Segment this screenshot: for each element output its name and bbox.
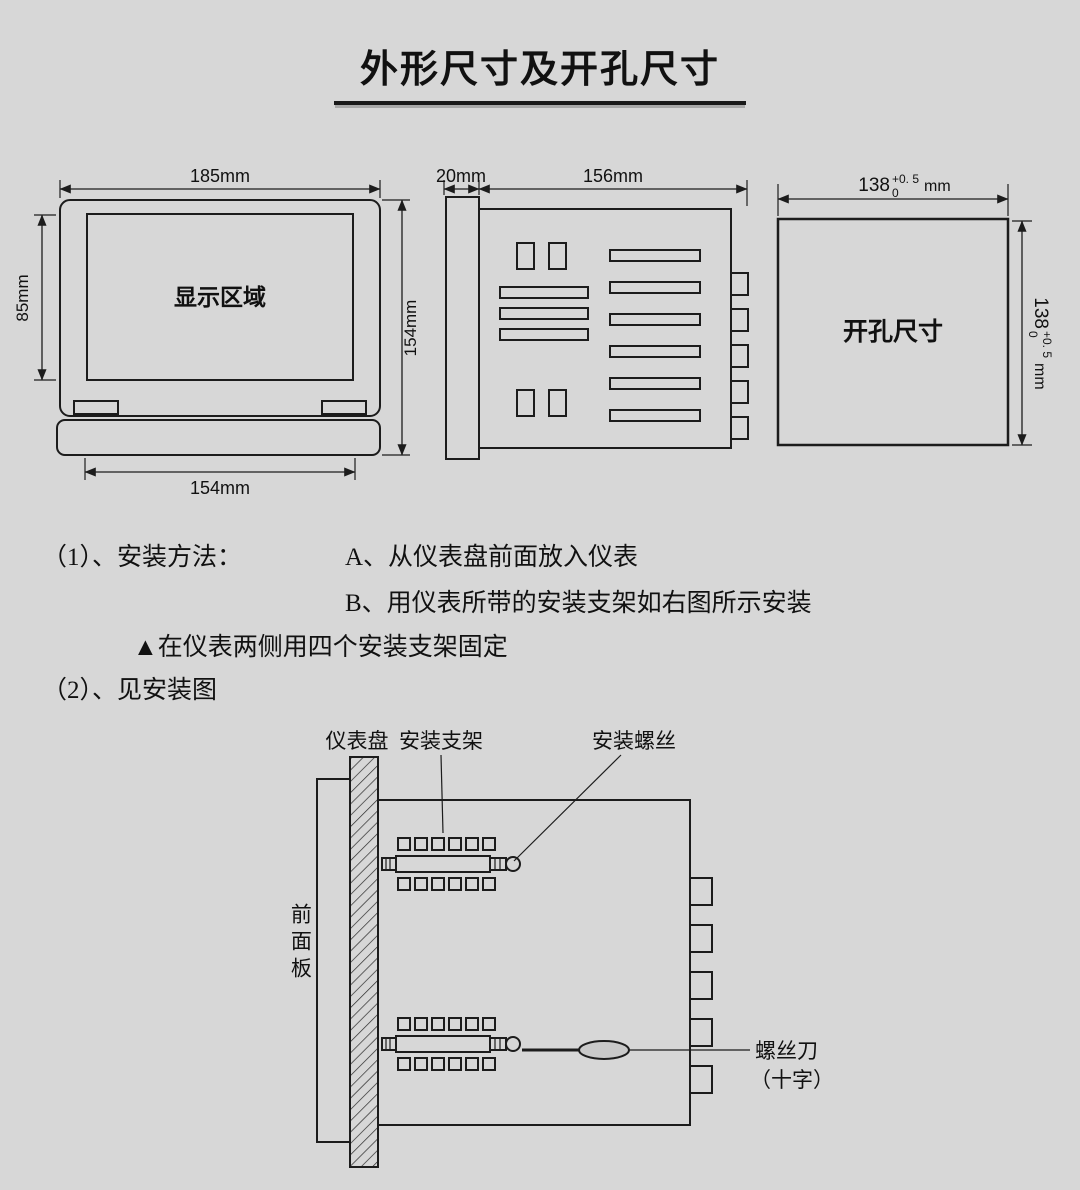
cutout-height-tol-minus: 0: [1026, 331, 1040, 338]
mounting-bracket-bottom: [381, 1017, 521, 1071]
screw-leader-line: [513, 754, 622, 862]
side-body-depth-label: 156mm: [583, 166, 643, 186]
page-title: 外形尺寸及开孔尺寸: [333, 38, 746, 105]
bracket-callout-label: 安装支架: [399, 729, 483, 753]
side-vent-squares-bottom: [516, 389, 567, 417]
bracket-bottom-bar: [395, 1035, 491, 1053]
front-bottom-width-label: 154mm: [190, 478, 250, 498]
step1-label: （1）、安装方法：: [42, 544, 243, 571]
side-vent-slots-right: [609, 249, 701, 422]
screwdriver-label: 螺丝刀: [755, 1039, 818, 1063]
cutout-square: [776, 217, 1010, 447]
step2-label: （2）、见安装图: [42, 677, 218, 704]
cutout-width-value: 138: [858, 175, 890, 196]
instrument-panel-hatched: [349, 756, 379, 1168]
cutout-height-value: 138: [1030, 297, 1051, 329]
front-clip-right: [321, 400, 367, 415]
install-terminal-teeth: [689, 877, 713, 1094]
dimension-drawings: 185mm 显示区域 85mm 154mm 15: [13, 166, 1054, 498]
front-display-label: 显示区域: [174, 284, 266, 310]
bracket-bottom-screw-right: [489, 1036, 521, 1052]
front-panel: [316, 778, 351, 1143]
cutout-width-tol-plus: +0. 5: [892, 172, 919, 186]
side-bezel-depth-label: 20mm: [436, 166, 486, 186]
cutout-height-tol-plus: +0. 5: [1040, 331, 1054, 358]
bracket-top-bar: [395, 855, 491, 873]
cutout-width-tol-minus: 0: [892, 186, 899, 200]
bracket-bottom-square-row-lower: [397, 1057, 496, 1071]
front-display-area: [86, 213, 354, 381]
front-top-width-label: 185mm: [190, 166, 250, 186]
mounting-bracket-top: [381, 837, 521, 891]
title-wrap: 外形尺寸及开孔尺寸: [0, 38, 1080, 105]
side-vent-slots-left: [499, 286, 589, 341]
front-body: [59, 199, 381, 417]
front-view: 185mm 显示区域 85mm 154mm 15: [13, 166, 420, 498]
side-vent-squares-top: [516, 242, 567, 270]
front-display-height-label: 85mm: [13, 274, 32, 321]
installation-diagram: 仪表盘 安装支架 安装螺丝: [316, 729, 834, 1168]
bracket-top-screw-right: [489, 856, 521, 872]
panel-callout-label: 仪表盘: [326, 729, 389, 753]
instrument-body: [377, 799, 691, 1126]
front-total-height-label: 154mm: [401, 300, 420, 357]
step1-item-a: A、从仪表盘前面放入仪表: [345, 544, 639, 571]
bracket-bottom-screw-left: [381, 1037, 397, 1051]
step1-item-b: B、用仪表所带的安装支架如右图所示安装: [345, 590, 812, 617]
cutout-height-unit: mm: [1031, 363, 1048, 390]
side-bezel: [445, 196, 480, 460]
bracket-leader-line: [440, 754, 444, 834]
bracket-top-square-row-lower: [397, 877, 496, 891]
front-clip-left: [73, 400, 119, 415]
side-terminal-teeth: [730, 272, 749, 440]
side-view: 20mm 156mm: [436, 166, 749, 460]
step1-note: ▲在仪表两侧用四个安装支架固定: [133, 634, 508, 661]
bracket-top-screw-left: [381, 857, 397, 871]
screwdriver-handle: [578, 1040, 630, 1060]
bracket-top-square-row-upper: [397, 837, 496, 851]
screw-callout-label: 安装螺丝: [592, 729, 676, 753]
front-panel-label: 前面板: [288, 903, 313, 984]
screwdriver-type-label: （十字）: [750, 1068, 834, 1092]
cutout-view: 138 +0. 5 0 mm 开孔尺寸 138 +0. 5 0 mm: [776, 172, 1054, 447]
screwdriver: [522, 1040, 750, 1060]
cutout-width-unit: mm: [924, 178, 951, 195]
bracket-bottom-square-row-upper: [397, 1017, 496, 1031]
cutout-height-dim-label: 138 +0. 5 0 mm: [1026, 297, 1054, 389]
cutout-label: 开孔尺寸: [843, 318, 943, 346]
front-lower-strip: [56, 419, 381, 456]
